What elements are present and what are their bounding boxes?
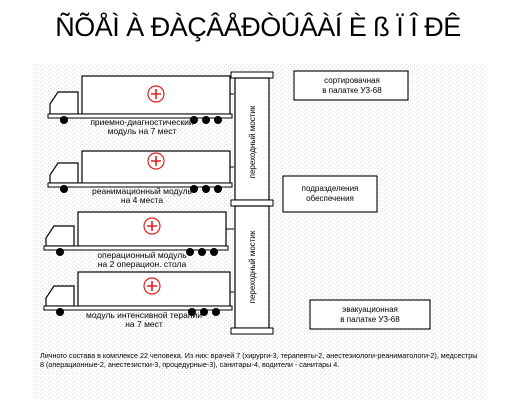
module-1-capacity: модуль на 7 мест: [108, 126, 177, 136]
truck-wheel: [60, 185, 68, 193]
truck-wheel: [190, 185, 198, 193]
red-cross-icon: [151, 156, 161, 166]
module-3-caption: операционный модуль: [97, 250, 187, 260]
diagram-panel: приемно-диагностический модуль на 7 мест…: [34, 64, 485, 399]
complex-diagram: приемно-диагностический модуль на 7 мест…: [34, 64, 485, 399]
module-2-capacity: на 4 места: [121, 195, 163, 205]
truck-module-3: [43, 211, 229, 256]
svg-text:сортировачная: сортировачная: [324, 76, 380, 85]
bridge-connectors: [226, 93, 234, 293]
truck-wheel: [212, 308, 220, 316]
sorting-tent-box: сортировачная в палатке УЗ-68: [293, 70, 409, 101]
truck-chassis: [47, 113, 233, 119]
truck-module-4: [43, 271, 233, 316]
bridge-upper-label: переходный мостик: [248, 105, 257, 178]
truck-chassis: [43, 245, 229, 251]
truck-wheel: [202, 185, 210, 193]
truck-wheel: [210, 248, 218, 256]
truck-wheel: [188, 308, 196, 316]
svg-text:обеспечения: обеспечения: [306, 194, 354, 203]
truck-wheel: [56, 248, 64, 256]
truck-wheel: [202, 116, 210, 124]
module-4-caption: модуль интенсивной терапии: [86, 310, 202, 320]
svg-text:подразделения: подразделения: [302, 184, 359, 193]
bridge-lower-label: переходный мостик: [248, 230, 257, 303]
staff-footnote: Личного состава в комплексе 22 человека.…: [40, 351, 478, 369]
module-2-caption: реанимационный модуль: [92, 186, 193, 196]
truck-chassis: [47, 182, 233, 188]
truck-wheel: [60, 116, 68, 124]
truck-wheel: [214, 185, 222, 193]
bridge-upper: переходный мостик: [230, 71, 274, 207]
red-cross-icon: [151, 89, 161, 99]
svg-text:в палатке УЗ-68: в палатке УЗ-68: [322, 86, 382, 95]
svg-text:эвакуационная: эвакуационная: [342, 305, 398, 314]
support-units-box: подразделения обеспечения: [282, 175, 378, 213]
truck-wheel: [190, 116, 198, 124]
module-1-caption: приемно-диагностический: [90, 117, 194, 127]
truck-wheel: [186, 248, 194, 256]
truck-wheel: [56, 308, 64, 316]
slide-title: ÑÕÅÌ À ÐÀÇÂÅÐÒÛÂÀÍ È ß Ï Î ÐÊ: [55, 12, 461, 42]
module-4-capacity: на 7 мест: [125, 319, 163, 329]
bridge-lower: переходный мостик: [230, 205, 274, 335]
truck-wheel: [198, 248, 206, 256]
module-3-capacity: на 2 операцион. стола: [98, 259, 187, 269]
truck-wheel: [214, 116, 222, 124]
red-cross-icon: [147, 281, 157, 291]
truck-chassis: [43, 305, 233, 311]
truck-wheel: [200, 308, 208, 316]
red-cross-icon: [147, 221, 157, 231]
svg-text:в палатке УЗ-68: в палатке УЗ-68: [340, 315, 400, 324]
truck-module-2: [47, 150, 233, 193]
evacuation-tent-box: эвакуационная в палатке УЗ-68: [309, 299, 431, 330]
truck-module-1: [47, 75, 233, 124]
